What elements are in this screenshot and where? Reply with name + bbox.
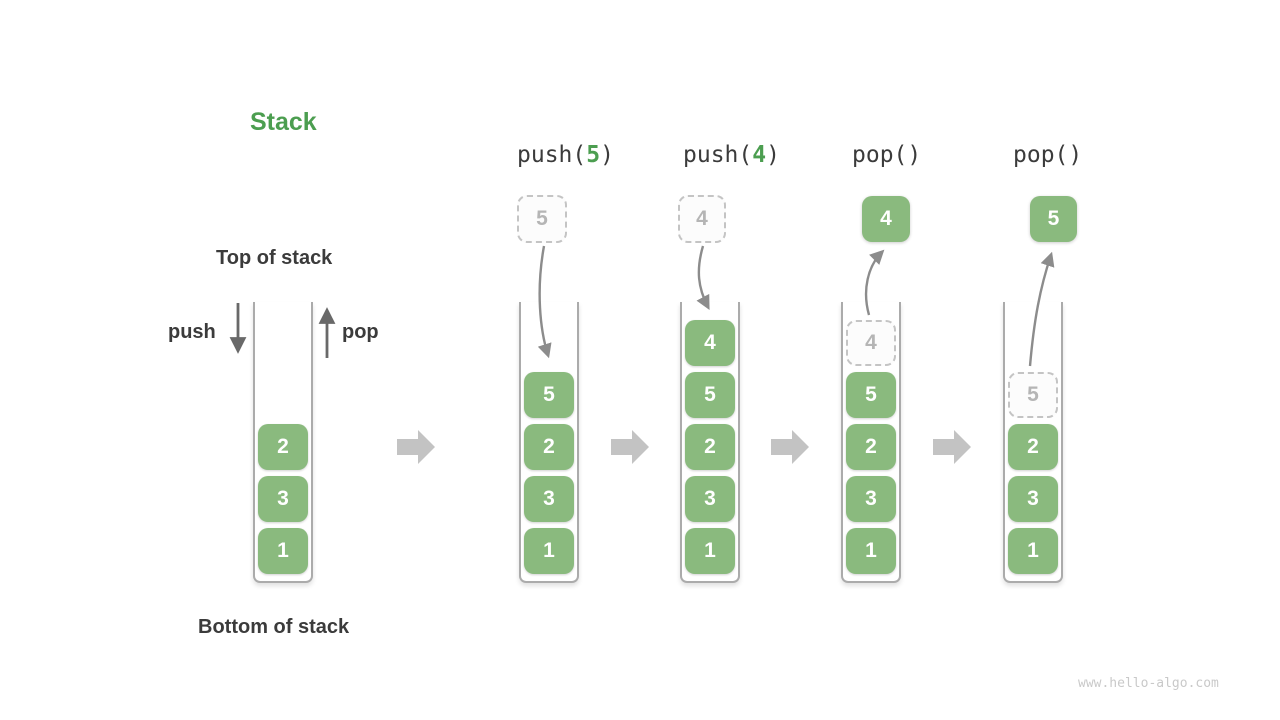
stack-cell-2: 2 <box>685 424 735 470</box>
pushed-value-box: 4 <box>678 195 726 243</box>
stack-cell-3: 3 <box>685 476 735 522</box>
stack-cell-5: 5 <box>846 372 896 418</box>
stack-cell-5: 5 <box>524 372 574 418</box>
pop-label: pop <box>342 321 379 343</box>
stack-cell-2: 2 <box>1008 424 1058 470</box>
stack-cell-2: 2 <box>258 424 308 470</box>
op-text: ) <box>766 142 780 168</box>
stack-cell-3: 3 <box>258 476 308 522</box>
push-label: push <box>168 321 216 343</box>
diagram-title: Stack <box>250 108 317 136</box>
transition-arrow-icon <box>771 430 809 464</box>
popped-value-box: 5 <box>1030 196 1077 242</box>
stack-container-initial: 2 3 1 <box>253 302 313 583</box>
stack-cell-3: 3 <box>524 476 574 522</box>
op-text: push( <box>517 142 587 168</box>
stack-cell-2: 2 <box>846 424 896 470</box>
stack-cell-1: 1 <box>1008 528 1058 574</box>
push-4-curve-arrow-icon <box>696 245 710 310</box>
top-of-stack-label: Top of stack <box>216 247 333 269</box>
stack-container-after-pop-4: 4 5 2 3 1 <box>841 302 901 583</box>
op-text: ) <box>907 142 922 168</box>
op-label-push-4: push(4) <box>683 142 780 168</box>
stack-cell-3: 3 <box>846 476 896 522</box>
transition-arrow-icon <box>611 430 649 464</box>
transition-arrow-icon <box>397 430 435 464</box>
stack-container-after-push-4: 4 5 2 3 1 <box>680 302 740 583</box>
popped-value-box: 4 <box>862 196 910 242</box>
op-label-pop-2: pop() <box>1013 142 1082 168</box>
stack-cell-1: 1 <box>258 528 308 574</box>
stack-cell-3: 3 <box>1008 476 1058 522</box>
stack-container-after-push-5: 5 2 3 1 <box>519 302 579 583</box>
op-text: ) <box>1068 142 1083 168</box>
bottom-of-stack-label: Bottom of stack <box>198 616 350 638</box>
stack-cell-5: 5 <box>685 372 735 418</box>
op-label-pop-1: pop() <box>852 142 921 168</box>
op-text: pop( <box>852 142 908 168</box>
stack-cell-5: 5 <box>1008 372 1058 418</box>
pushed-value-box: 5 <box>517 195 567 243</box>
stack-cell-4: 4 <box>685 320 735 366</box>
op-text: pop( <box>1013 142 1069 168</box>
watermark: www.hello-algo.com <box>1078 676 1219 691</box>
op-arg: 4 <box>752 142 767 168</box>
op-label-push-5: push(5) <box>517 142 614 168</box>
stack-cell-1: 1 <box>524 528 574 574</box>
stack-cell-1: 1 <box>685 528 735 574</box>
stack-container-after-pop-5: 5 2 3 1 <box>1003 302 1063 583</box>
stack-cell-1: 1 <box>846 528 896 574</box>
transition-arrow-icon <box>933 430 971 464</box>
op-arg: 5 <box>586 142 601 168</box>
stack-cell-4: 4 <box>846 320 896 366</box>
stack-cell-2: 2 <box>524 424 574 470</box>
op-text: ) <box>600 142 614 168</box>
op-text: push( <box>683 142 753 168</box>
